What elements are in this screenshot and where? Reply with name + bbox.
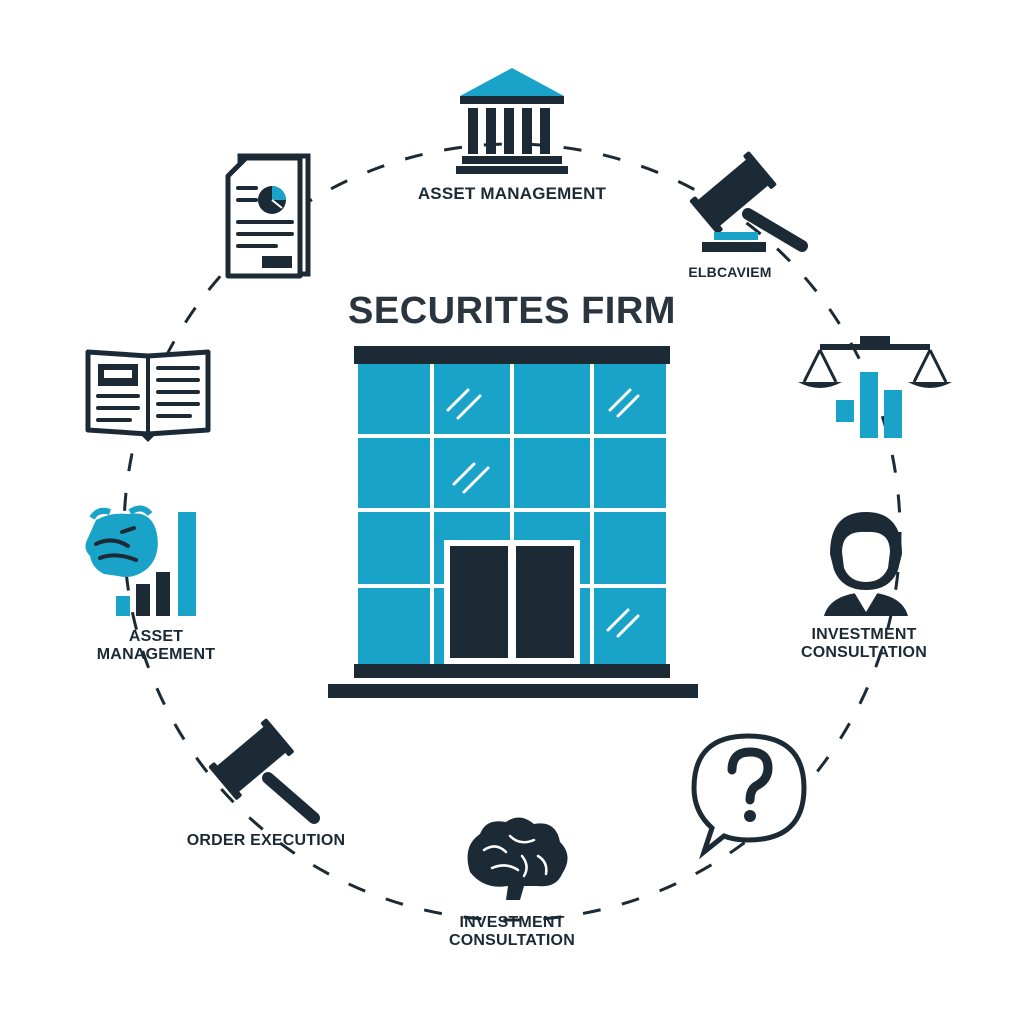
label-top-right: ELBCAVIEM [688,264,772,280]
label-line: CONSULTATION [801,644,927,662]
label-line: ASSET [128,628,184,645]
label-investment-consultation-bottom: INVESTMENT CONSULTATION [416,914,608,951]
label-investment-consultation-right: INVESTMENT CONSULTATION [776,626,952,663]
label-asset-management-top: ASSET MANAGEMENT [417,184,607,203]
label-asset-management-left: ASSET MANAGEMENT [78,628,234,665]
label-order-execution: ORDER EXECUTION [186,832,346,849]
label-line: INVESTMENT [811,626,917,643]
label-line: MANAGEMENT [96,646,216,664]
label-line: INVESTMENT [459,914,565,931]
label-line: CONSULTATION [449,932,575,950]
page-title: SECURITES FIRM [348,290,676,332]
